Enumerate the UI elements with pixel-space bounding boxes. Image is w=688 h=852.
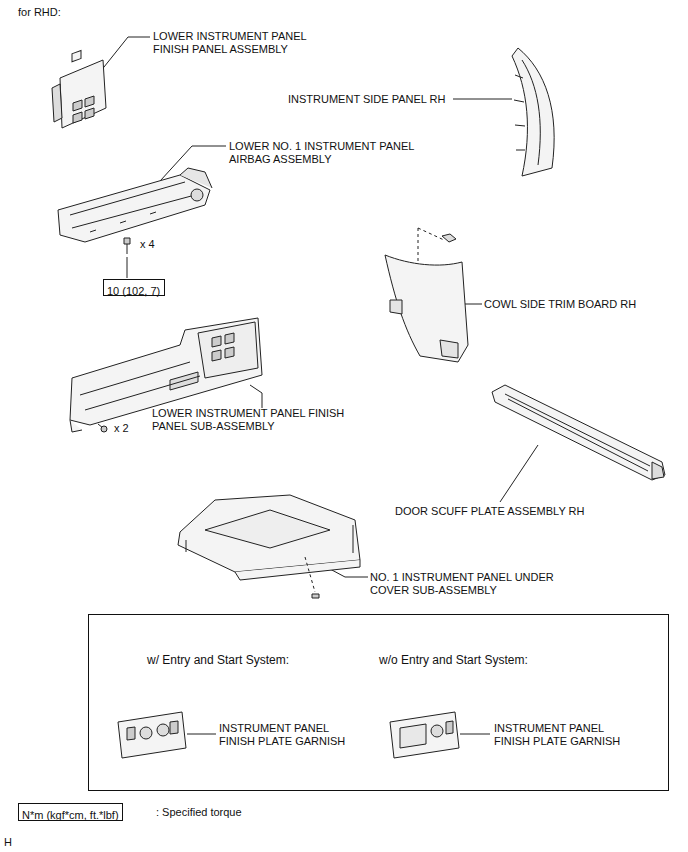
- part-name: INSTRUMENT PANEL FINISH PLATE GARNISH: [494, 722, 636, 748]
- part-name: INSTRUMENT PANEL FINISH PLATE GARNISH: [219, 722, 361, 748]
- variant-heading: w/o Entry and Start System:: [379, 654, 528, 667]
- scuff-plate: [492, 385, 665, 480]
- part-name: COWL SIDE TRIM BOARD RH: [484, 298, 636, 311]
- node-text: 10 (102, 7): [107, 285, 160, 298]
- airbag-assembly: [58, 168, 212, 254]
- finish-panel-assembly: [52, 51, 106, 128]
- part-name: LOWER INSTRUMENT PANEL FINISH PANEL SUB-…: [152, 407, 362, 433]
- quantity: x 2: [114, 422, 129, 435]
- cowl-side-trim: [385, 228, 468, 362]
- legend-text: : Specified torque: [156, 806, 242, 819]
- variant-heading: w/ Entry and Start System:: [147, 654, 289, 667]
- side-panel: [512, 48, 554, 176]
- torque-unit-box: N*m (kgf*cm, ft.*lbf): [18, 803, 123, 821]
- part-name: LOWER NO. 1 INSTRUMENT PANEL AIRBAG ASSE…: [229, 140, 434, 166]
- garnish-without-entry: [390, 712, 459, 758]
- part-name: INSTRUMENT SIDE PANEL RH: [288, 93, 446, 106]
- under-cover: [178, 495, 360, 598]
- figure-code: H: [4, 836, 12, 849]
- node-text: N*m (kgf*cm, ft.*lbf): [22, 809, 119, 822]
- part-name: LOWER INSTRUMENT PANEL FINISH PANEL ASSE…: [153, 30, 313, 56]
- quantity: x 4: [140, 238, 155, 251]
- part-name: NO. 1 INSTRUMENT PANEL UNDER COVER SUB-A…: [370, 571, 575, 597]
- part-name: DOOR SCUFF PLATE ASSEMBLY RH: [395, 505, 585, 518]
- region-label: for RHD:: [18, 6, 61, 19]
- torque-box: 10 (102, 7): [103, 279, 165, 296]
- garnish-with-entry: [118, 712, 186, 758]
- variant-box: w/ Entry and Start System: w/o Entry and …: [88, 614, 669, 791]
